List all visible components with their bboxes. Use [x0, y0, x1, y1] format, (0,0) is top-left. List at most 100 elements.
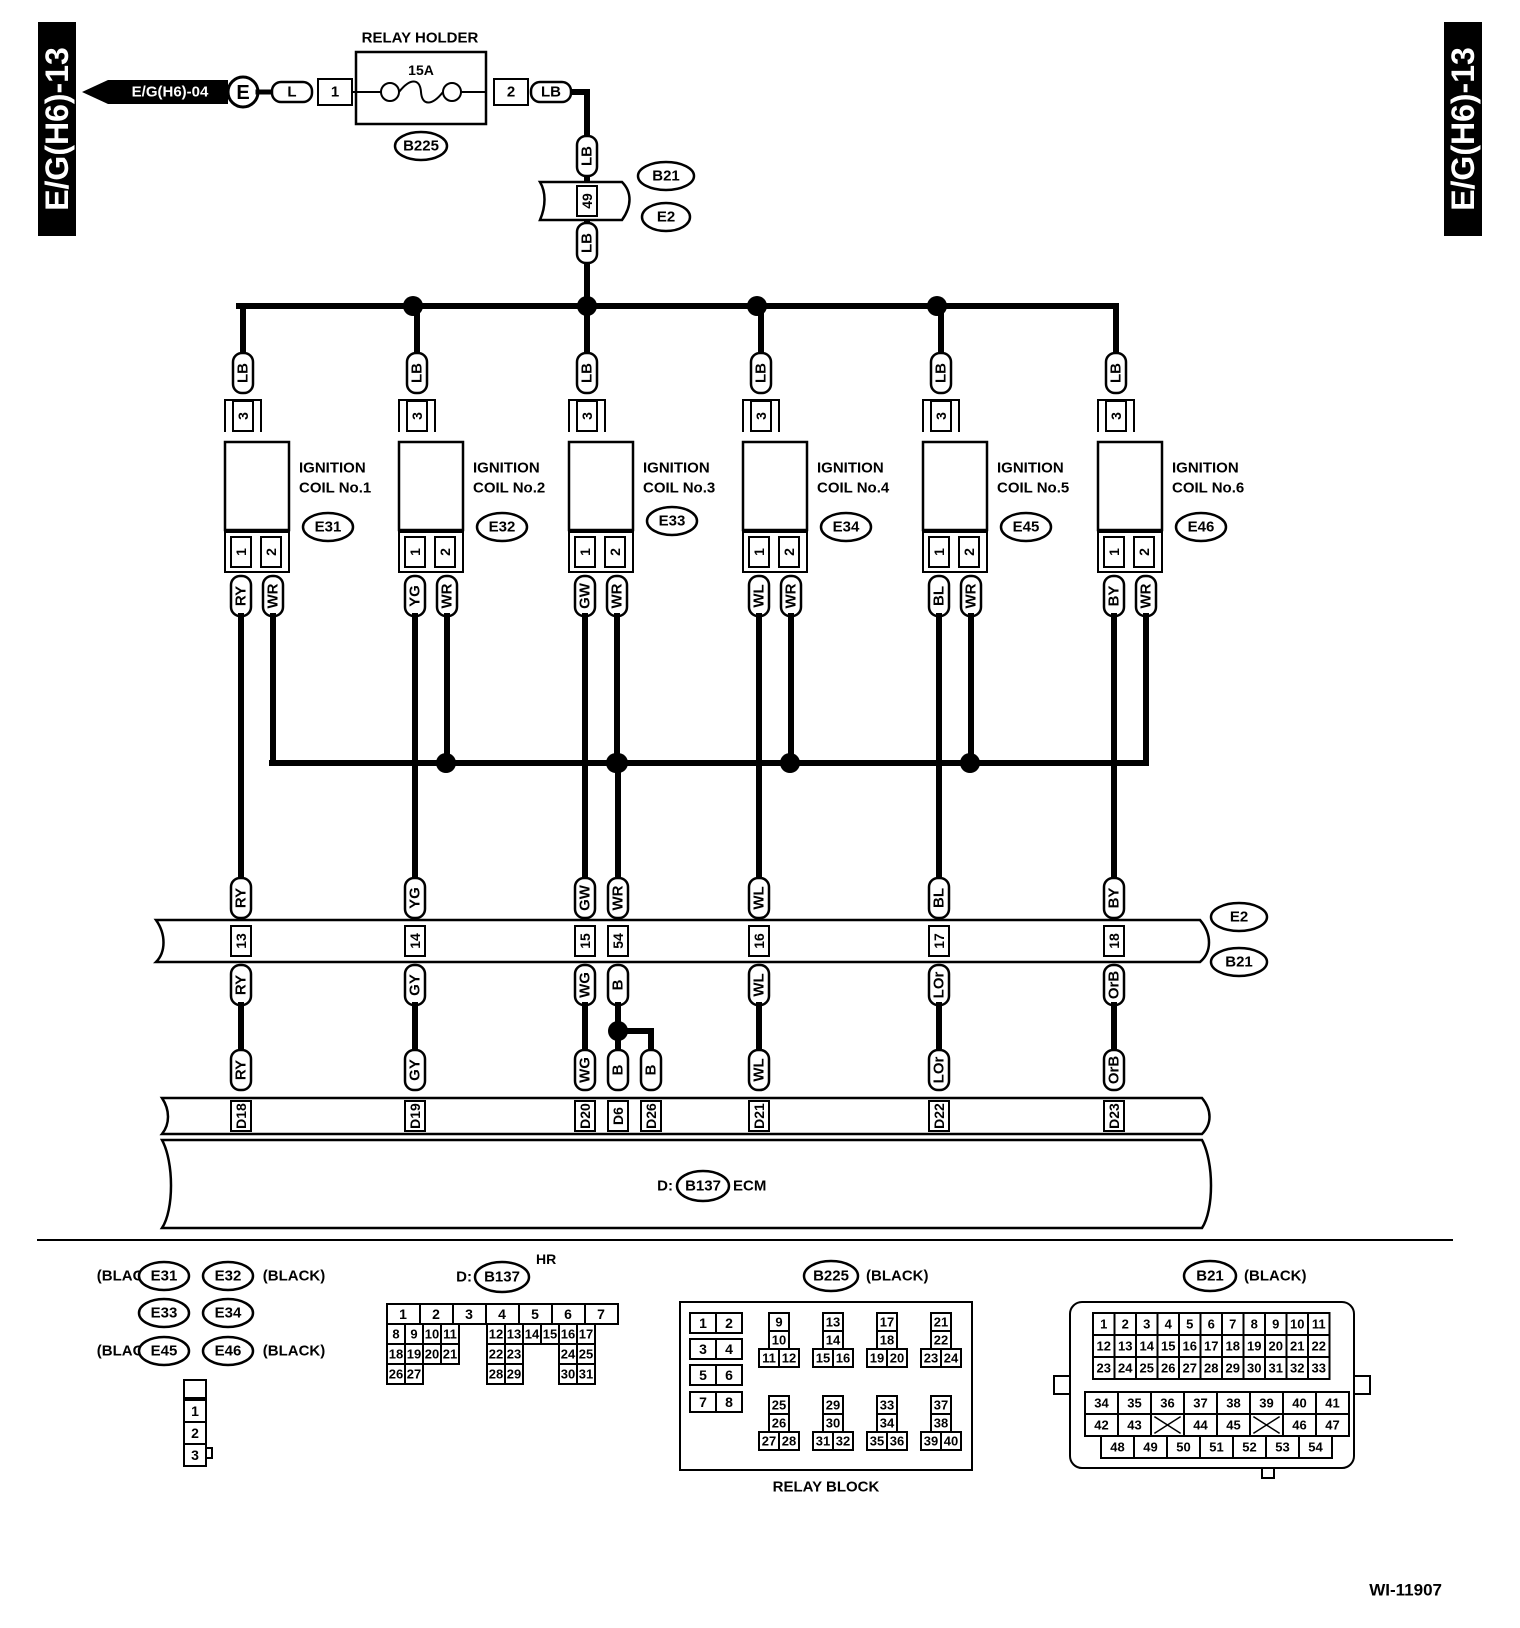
- ecm-wire-tag-D23: [1102, 1048, 1126, 1092]
- coil-4-pin1-box: [748, 536, 770, 568]
- connector-e2-harness: [1209, 901, 1269, 933]
- relay-pin-11: 11: [762, 1351, 776, 1366]
- relay-pin-18: 18: [880, 1333, 894, 1348]
- right-page-tab: [1444, 22, 1482, 236]
- relay-pin-5: 5: [699, 1367, 707, 1383]
- wire-tag-lb-lower-text: LB: [579, 233, 596, 253]
- b137-pin-7: 7: [597, 1306, 605, 1322]
- relay-pin-15: 15: [816, 1351, 830, 1366]
- legend-b137-label: B137: [484, 1269, 520, 1286]
- relay-connector-b225-label: B225: [403, 138, 439, 155]
- ecm-wire-tag-D23-text: OrB: [1106, 1056, 1123, 1085]
- ecm-pin-box-D19: [404, 1100, 426, 1132]
- source-label: E/G(H6)-04: [132, 84, 209, 101]
- relay-pin-17: 17: [880, 1315, 894, 1330]
- ground-wire-d26: [618, 1028, 654, 1050]
- legend-e31: [137, 1260, 191, 1292]
- b21-pin-29: 29: [1226, 1361, 1240, 1376]
- harness-pin-14: 14: [407, 933, 423, 949]
- ecm-pin-box-D20: [574, 1100, 596, 1132]
- ecm-wire-tag-D20-text: WG: [577, 1057, 594, 1083]
- relay-cell: [778, 1431, 800, 1451]
- b21-pin-8: 8: [1251, 1317, 1258, 1332]
- b21-pin-43: 43: [1127, 1418, 1141, 1433]
- source-arrow: [82, 80, 228, 104]
- relay-pin-out: 2: [507, 84, 515, 101]
- ecm-wire-tag-D18: [229, 1048, 253, 1092]
- b21-pin-35: 35: [1127, 1396, 1141, 1411]
- ecm-connector-b137-label: B137: [685, 1178, 721, 1195]
- b137-pin-4: 4: [498, 1306, 506, 1322]
- coil-5-pin2: 2: [961, 548, 977, 556]
- coil-6-power-wire-tag: [1104, 351, 1128, 395]
- ecm-connector-b137: [675, 1169, 731, 1203]
- b21-pin-12: 12: [1097, 1339, 1111, 1354]
- harness-pin-box-16: [748, 925, 770, 957]
- harness-wire-top-tag-17: [927, 876, 951, 920]
- harness-pin-box-18: [1103, 925, 1125, 957]
- coil-5-connector-id-label: E45: [1013, 519, 1040, 536]
- connector-b21-top-label: B21: [652, 168, 680, 185]
- coil-1-ground-wire-tag-text: WR: [265, 583, 282, 608]
- relay-pin-21: 21: [934, 1315, 948, 1330]
- coil-5-ground-wire-tag-text: WR: [963, 583, 980, 608]
- relay-pin-7: 7: [699, 1394, 707, 1410]
- coil-5-pin1: 1: [931, 548, 947, 556]
- harness-wire-top-tag-14: [403, 876, 427, 920]
- b137-pin-15: 15: [543, 1327, 557, 1342]
- coil-4-label-line2: COIL No.4: [817, 480, 890, 497]
- harness-pin-box-54: [607, 925, 629, 957]
- b21-pin-11: 11: [1312, 1317, 1326, 1332]
- harness-wire-bottom-tag-18-text: OrB: [1106, 971, 1123, 1000]
- coil-3-label-line1: IGNITION: [643, 460, 710, 477]
- b21-pin-20: 20: [1269, 1339, 1283, 1354]
- legend-e45: [137, 1335, 191, 1367]
- wire-tag-l-text: L: [287, 84, 296, 101]
- legend-e46: [201, 1335, 255, 1367]
- coil-1-pin1: 1: [233, 548, 249, 556]
- b21-pin-45: 45: [1226, 1418, 1240, 1433]
- relay-pin-10: 10: [772, 1333, 786, 1348]
- b137-pin-9: 9: [410, 1327, 417, 1342]
- relay-cell: [940, 1348, 962, 1368]
- relay-pin-14: 14: [826, 1333, 841, 1348]
- harness-wire-top-tag-13: [229, 876, 253, 920]
- harness-wire-bottom-tag-54-text: B: [610, 979, 627, 990]
- wire-tag-lb-lower: [575, 221, 599, 265]
- b21-pin-4: 4: [1165, 1317, 1173, 1332]
- coil-5-power-wire-tag: [929, 351, 953, 395]
- legend-b225: [802, 1259, 860, 1293]
- b21-e2-pin: 49: [579, 193, 595, 209]
- b21-bottom-key: [1261, 1467, 1275, 1479]
- fuse-eye-left: [380, 82, 400, 102]
- coil-5-signal-wire-tag-text: BL: [931, 586, 948, 606]
- coil-2-pin1: 1: [407, 548, 423, 556]
- connector-b21-harness-label: B21: [1225, 954, 1253, 971]
- ecm-wire-tag-D21-text: WL: [751, 1058, 768, 1081]
- left-tab-label: E/G(H6)-13: [39, 47, 75, 211]
- coil-1-signal-wire-tag-text: RY: [233, 586, 250, 606]
- b137-cell: [504, 1363, 524, 1385]
- relay-connector-b225: [393, 130, 449, 162]
- b137-pin-25: 25: [579, 1347, 593, 1362]
- relay-pin-26: 26: [772, 1416, 786, 1431]
- coil-4-pin1: 1: [751, 548, 767, 556]
- harness-pin-box-17: [928, 925, 950, 957]
- coil-1-label-line1: IGNITION: [299, 460, 366, 477]
- b21-pin-51: 51: [1209, 1440, 1223, 1455]
- relay-pin-22: 22: [934, 1333, 948, 1348]
- relay-cell: [715, 1338, 743, 1360]
- b137-cell: [404, 1363, 424, 1385]
- b21-pin-22: 22: [1312, 1339, 1326, 1354]
- ecm-pin-D19: D19: [407, 1103, 423, 1129]
- legend-e32: [201, 1260, 255, 1292]
- relay-pin-35: 35: [870, 1434, 884, 1449]
- fuse-eye-right: [442, 82, 462, 102]
- coil-3-pin2-box: [604, 536, 626, 568]
- coil-3-connector-id: [645, 505, 699, 537]
- b137-pin-30: 30: [561, 1367, 575, 1382]
- b21-pin-28: 28: [1204, 1361, 1218, 1376]
- b137-pin-22: 22: [489, 1347, 503, 1362]
- harness-wire-top-tag-54: [606, 876, 630, 920]
- fuse-element: [398, 80, 444, 104]
